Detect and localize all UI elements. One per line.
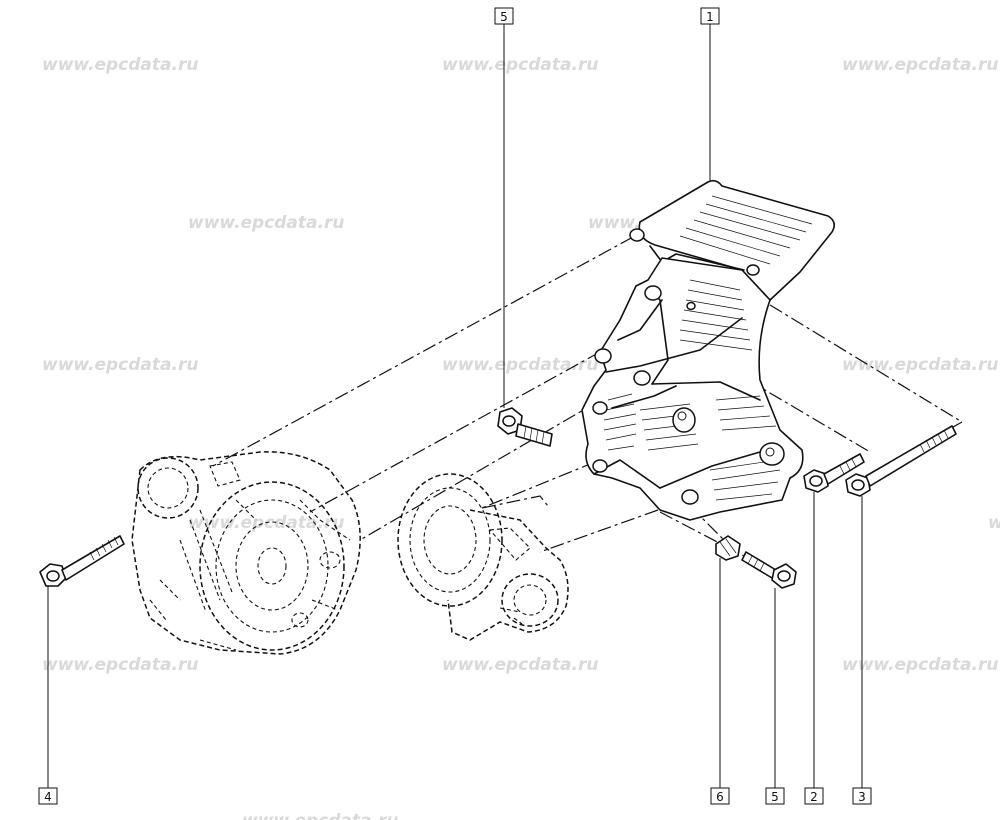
assembly-axis-lines xyxy=(212,236,963,557)
watermark-text: www.epcdata.ru xyxy=(442,355,598,375)
watermark-text: www.epcdata.ru xyxy=(242,811,398,820)
callout-c3: 3 xyxy=(852,787,872,805)
callout-c1: 1 xyxy=(700,7,720,25)
callout-number: 3 xyxy=(858,790,866,804)
callout-c5a: 5 xyxy=(494,7,514,25)
bolt-part-3 xyxy=(845,425,957,497)
callout-number: 5 xyxy=(771,790,779,804)
callout-c4: 4 xyxy=(38,787,58,805)
watermark-text: www.epcdata.ru xyxy=(842,55,998,75)
callout-c2: 2 xyxy=(804,787,824,805)
watermark-text: www.epcdata.ru xyxy=(188,213,344,233)
watermark-text: www.epcdata.ru xyxy=(842,655,998,675)
watermark-text: www.epcdata.ru xyxy=(442,55,598,75)
bracket-part-1 xyxy=(581,179,836,521)
bolt-part-5-lower xyxy=(741,551,797,589)
callout-number: 4 xyxy=(44,790,52,804)
watermark-text: www.epcdata.ru xyxy=(42,355,198,375)
bolt-part-5-upper xyxy=(497,407,553,447)
watermark-text: www.epcdata.ru xyxy=(442,655,598,675)
bolt-part-4 xyxy=(39,535,125,587)
alternator-dashed-outline xyxy=(131,451,361,655)
callout-c6: 6 xyxy=(710,787,730,805)
spacer-part-6 xyxy=(715,535,741,561)
callout-number: 6 xyxy=(716,790,724,804)
watermark-text: www.epcdata.ru xyxy=(842,355,998,375)
pump-dashed-outline xyxy=(397,473,569,641)
watermark-text: www.epcdata.ru xyxy=(42,55,198,75)
watermark-text: www.epcdata.ru xyxy=(988,513,1000,533)
callout-number: 2 xyxy=(810,790,818,804)
callout-leaders xyxy=(47,24,863,788)
callout-number: 1 xyxy=(706,10,714,24)
callout-number: 5 xyxy=(500,10,508,24)
watermark-text: www.epcdata.ru xyxy=(42,655,198,675)
callout-c5b: 5 xyxy=(765,787,785,805)
bolt-part-2 xyxy=(803,453,865,493)
